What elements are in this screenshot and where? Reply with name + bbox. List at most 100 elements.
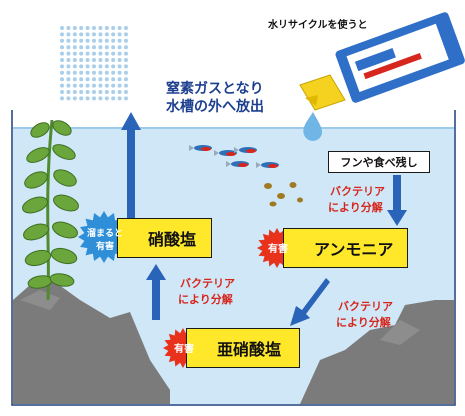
- arrow-nitrite-up: [152, 278, 160, 320]
- arrows: [121, 112, 407, 326]
- nitrogen-dot: [124, 90, 128, 94]
- nitrogen-dot: [111, 64, 116, 69]
- nitrogen-dot: [92, 77, 96, 82]
- nitrogen-dot: [117, 77, 122, 82]
- nitrogen-dot: [117, 45, 122, 50]
- nitrite-label: 亜硝酸塩: [217, 340, 282, 359]
- nitrogen-dots: [60, 26, 128, 101]
- nitrogen-dot: [98, 90, 103, 94]
- nitrogen-dot: [60, 70, 64, 75]
- nitrogen-dot: [111, 26, 116, 30]
- nitrogen-dot: [79, 77, 84, 82]
- nitrogen-dot: [66, 64, 71, 69]
- nitrogen-dot: [124, 58, 128, 62]
- nitrogen-dot: [104, 58, 109, 62]
- nitrogen-dot: [104, 83, 109, 88]
- nitrogen-dot: [85, 38, 90, 43]
- nitrogen-dot: [60, 83, 64, 88]
- nitrogen-dot: [111, 77, 116, 82]
- nitrogen-dot: [104, 64, 109, 69]
- nitrogen-dot: [111, 51, 116, 56]
- product-bottle: [299, 12, 465, 111]
- nitrogen-dot: [111, 70, 116, 75]
- ammonia-box: アンモニア: [283, 228, 408, 268]
- nitrogen-dot: [66, 26, 71, 30]
- nitrate-badge-text-2: 有害: [96, 242, 115, 252]
- nitrogen-dot: [85, 83, 90, 88]
- nitrogen-dot: [92, 70, 96, 75]
- nitrogen-dot: [117, 51, 122, 56]
- nitrogen-dot: [66, 90, 71, 94]
- nitrogen-dot: [104, 32, 109, 37]
- water-plant: [22, 119, 79, 301]
- nitrogen-dot: [66, 32, 71, 37]
- nitrogen-dot: [104, 51, 109, 56]
- nitrogen-dot: [104, 90, 109, 94]
- nitrogen-dot: [104, 96, 109, 101]
- nitrogen-dot: [66, 38, 71, 43]
- nitrogen-dot: [104, 77, 109, 82]
- nitrogen-dot: [66, 51, 71, 56]
- nitrogen-dot: [60, 77, 64, 82]
- nitrogen-dot: [111, 90, 116, 94]
- nitrogen-dot: [92, 90, 96, 94]
- nitrogen-dot: [60, 96, 64, 101]
- nitrogen-dot: [124, 70, 128, 75]
- nitrogen-dot: [85, 45, 90, 50]
- nitrogen-dot: [98, 96, 103, 101]
- nitrogen-dot: [85, 51, 90, 56]
- nitrogen-dot: [124, 45, 128, 50]
- nitrogen-text-1: 窒素ガスとなり: [166, 81, 264, 97]
- nitrogen-dot: [60, 58, 64, 62]
- nitrogen-dot: [85, 32, 90, 37]
- ammonia-label: アンモニア: [314, 240, 394, 259]
- nitrogen-dot: [92, 32, 96, 37]
- nitrogen-dot: [104, 45, 109, 50]
- nitrogen-dot: [117, 90, 122, 94]
- nitrogen-dot: [92, 58, 96, 62]
- fish-group: [189, 145, 279, 168]
- nitrogen-dot: [124, 26, 128, 30]
- nitrogen-dot: [92, 64, 96, 69]
- nitrogen-dot: [117, 26, 122, 30]
- waste-box: フンや食べ残し: [328, 151, 430, 173]
- nitrogen-dot: [79, 38, 84, 43]
- nitrogen-dot: [111, 38, 116, 43]
- nitrogen-dot: [66, 96, 71, 101]
- ammonia-badge-text: 有害: [268, 244, 288, 255]
- nitrogen-dot: [66, 77, 71, 82]
- nitrogen-dot: [72, 51, 77, 56]
- nitrogen-dot: [124, 38, 128, 43]
- nitrogen-dot: [98, 26, 103, 30]
- nitrogen-dot: [117, 64, 122, 69]
- nitrogen-dot: [124, 51, 128, 56]
- nitrate-label: 硝酸塩: [148, 230, 197, 249]
- nitrogen-dot: [72, 64, 77, 69]
- nitrate-badge-text-1: 溜まると: [87, 229, 124, 239]
- nitrogen-dot: [72, 38, 77, 43]
- nitrogen-dot: [72, 32, 77, 37]
- nitrogen-dot: [98, 64, 103, 69]
- nitrogen-dot: [72, 70, 77, 75]
- nitrogen-dot: [111, 32, 116, 37]
- rocks-left: [13, 282, 170, 404]
- nitrogen-dot: [117, 58, 122, 62]
- nitrogen-dot: [124, 64, 128, 69]
- bacteria-label-3a: バクテリア: [180, 277, 235, 290]
- nitrogen-dot: [66, 83, 71, 88]
- nitrogen-dot: [66, 58, 71, 62]
- water-drop: [303, 112, 322, 141]
- nitrogen-dot: [98, 38, 103, 43]
- nitrogen-dot: [85, 90, 90, 94]
- nitrogen-dot: [98, 58, 103, 62]
- nitrogen-dot: [124, 32, 128, 37]
- nitrogen-dot: [60, 51, 64, 56]
- nitrogen-dot: [79, 26, 84, 30]
- nitrogen-dot: [79, 58, 84, 62]
- nitrogen-dot: [104, 26, 109, 30]
- recycle-label: 水リサイクルを使うと: [268, 20, 368, 31]
- nitrogen-dot: [117, 83, 122, 88]
- nitrogen-dot: [85, 77, 90, 82]
- bacteria-label-2a: バクテリア: [338, 300, 393, 313]
- nitrogen-dot: [79, 70, 84, 75]
